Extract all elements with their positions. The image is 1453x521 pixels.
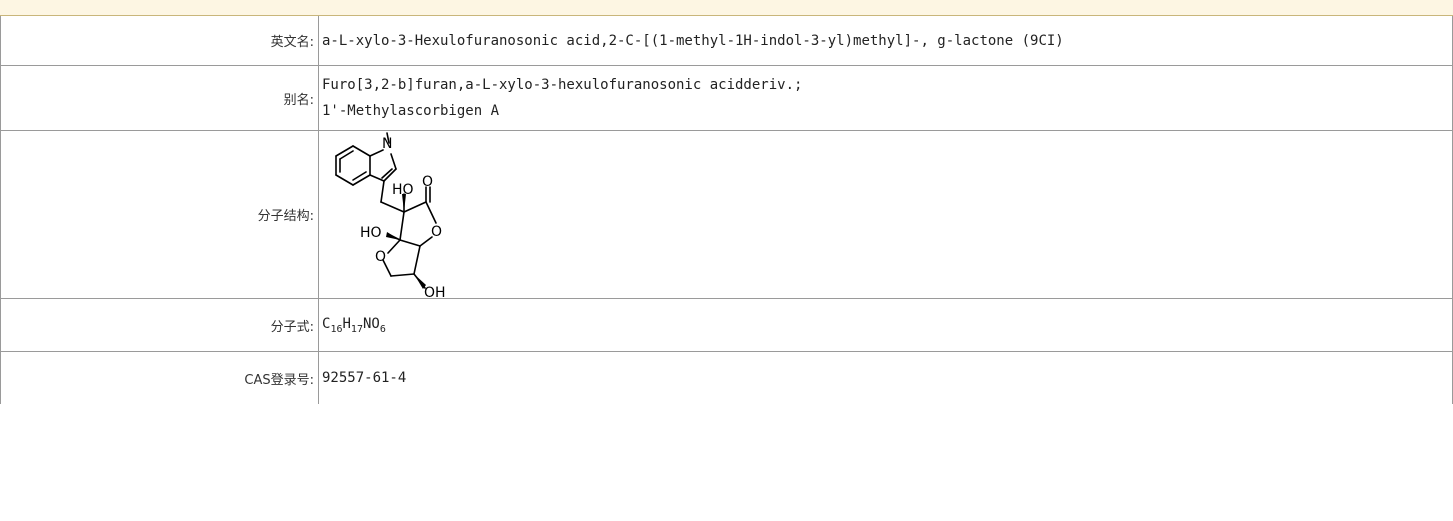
molecule-structure-image: N HO O O HO O OH xyxy=(335,132,446,298)
english-name-value: a-L-xylo-3-Hexulofuranosonic acid,2-C-[(… xyxy=(318,16,1453,66)
row-english-name: 英文名: a-L-xylo-3-Hexulofuranosonic acid,2… xyxy=(0,16,1453,66)
cas-label: CAS登录号: xyxy=(0,351,319,404)
formula-element: NO xyxy=(362,315,380,332)
atom-label: HO xyxy=(360,225,382,241)
formula-label: 分子式: xyxy=(0,298,319,352)
formula-element: C xyxy=(322,315,331,332)
row-structure: 分子结构: xyxy=(0,130,1453,299)
row-cas: CAS登录号: 92557-61-4 xyxy=(0,351,1453,404)
structure-cell: N HO O O HO O OH xyxy=(318,130,1453,299)
formula-value: C16H17NO6 xyxy=(318,298,1453,352)
atom-label: O xyxy=(375,249,386,265)
formula-element: H xyxy=(342,315,351,332)
row-alias: 别名: Furo[3,2-b]furan,a-L-xylo-3-hexulofu… xyxy=(0,65,1453,131)
atom-label: N xyxy=(382,136,392,152)
atom-label: O xyxy=(422,174,433,190)
alias-item: 1'-Methylascorbigen A xyxy=(322,103,500,119)
formula-count: 16 xyxy=(330,323,343,335)
row-formula: 分子式: C16H17NO6 xyxy=(0,298,1453,352)
header-strip xyxy=(0,0,1453,16)
atom-label: HO xyxy=(392,182,414,198)
structure-label: 分子结构: xyxy=(0,130,319,299)
formula-count: 17 xyxy=(350,323,363,335)
alias-values: Furo[3,2-b]furan,a-L-xylo-3-hexulofurano… xyxy=(318,65,1453,131)
atom-label: O xyxy=(431,224,442,240)
cas-number: 92557-61-4 xyxy=(318,351,1453,404)
atom-label: OH xyxy=(424,285,446,298)
alias-label: 别名: xyxy=(0,65,319,131)
compound-info-table: 英文名: a-L-xylo-3-Hexulofuranosonic acid,2… xyxy=(0,16,1453,404)
formula-count: 6 xyxy=(379,323,386,335)
english-name-label: 英文名: xyxy=(0,16,319,66)
alias-item: Furo[3,2-b]furan,a-L-xylo-3-hexulofurano… xyxy=(322,77,803,93)
